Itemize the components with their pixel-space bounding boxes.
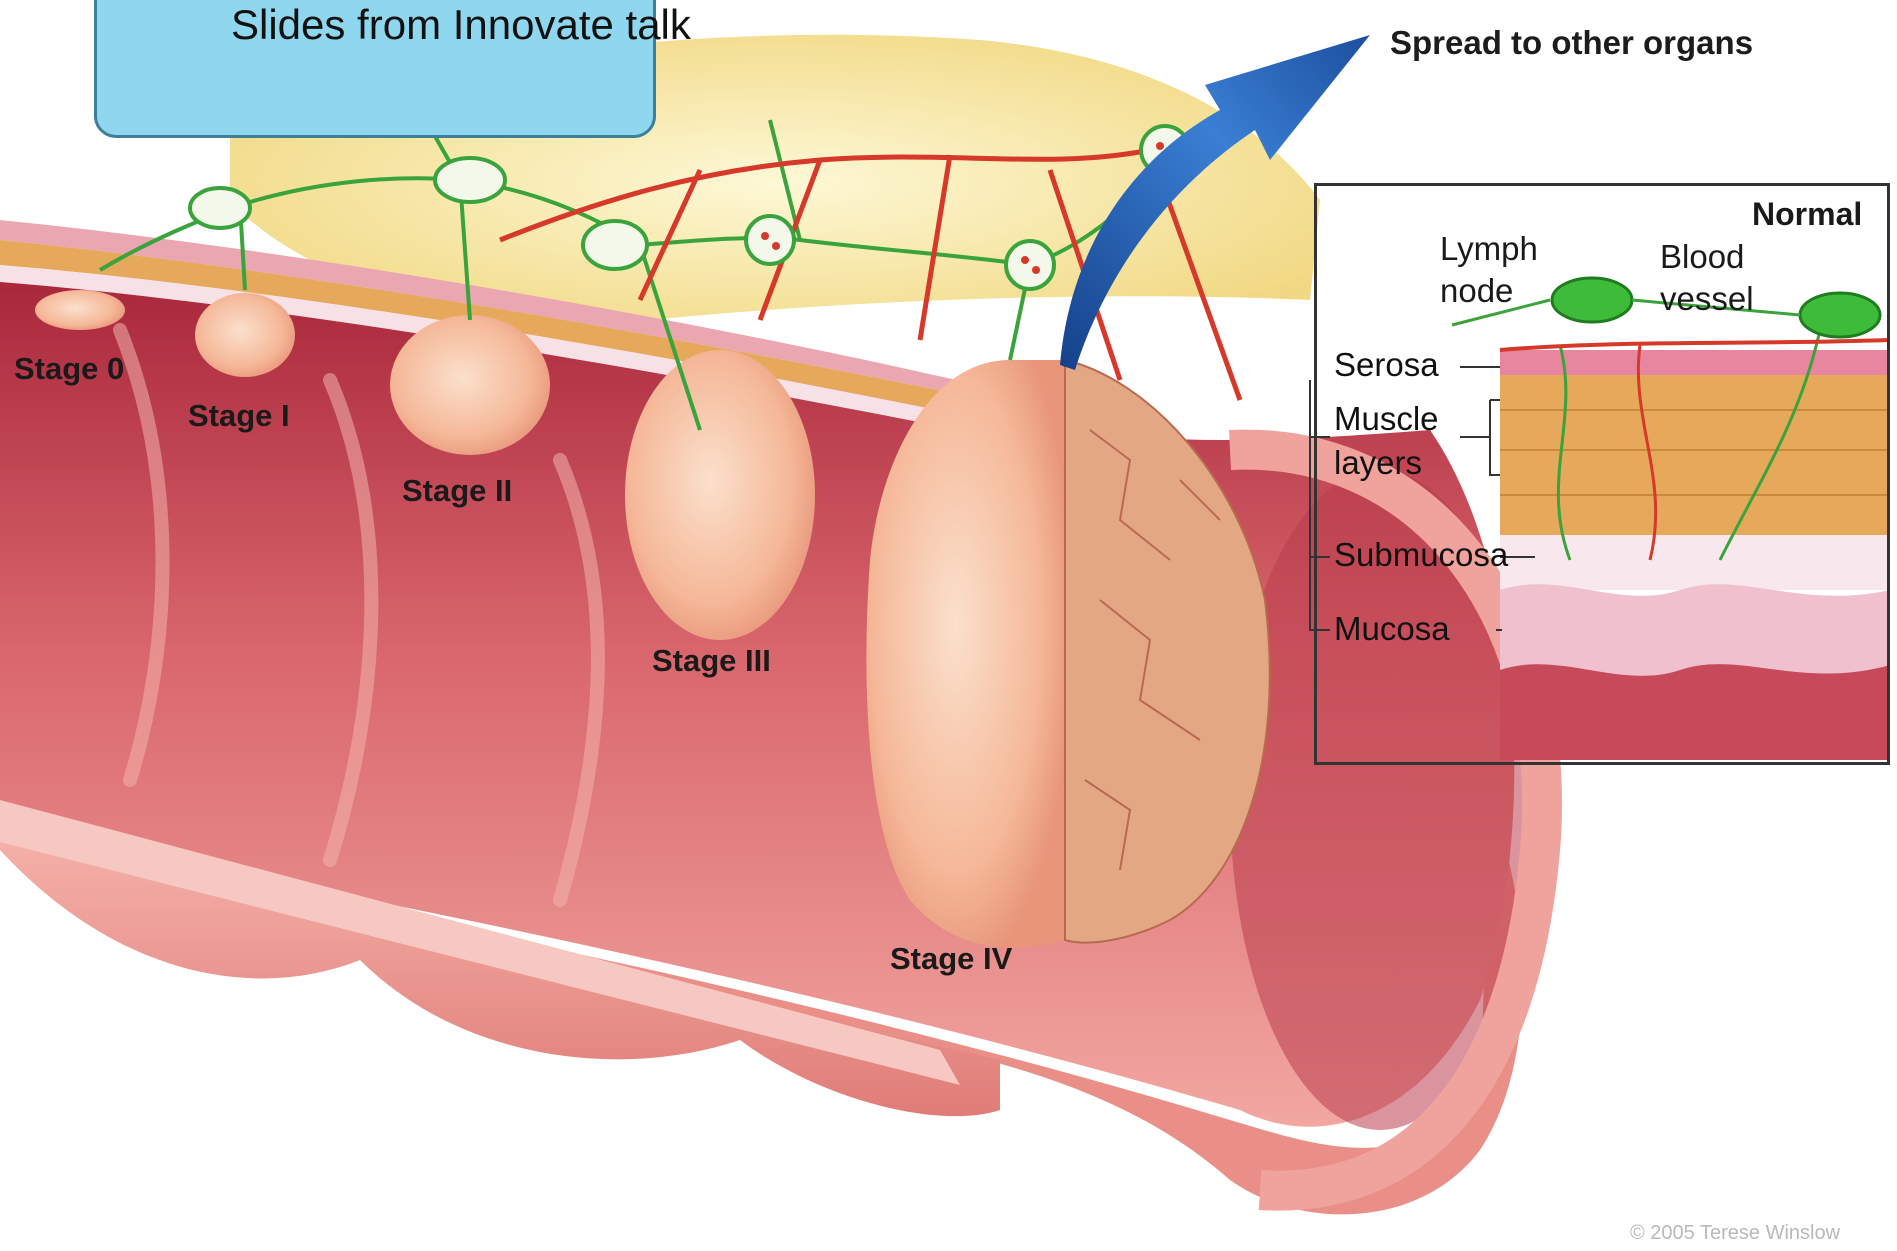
layer-label-muscle: layers <box>1334 442 1422 483</box>
lymph-node <box>190 188 250 228</box>
layer-label-mucosa: Mucosa <box>1334 608 1450 649</box>
layer-label-muscle: Muscle <box>1334 398 1439 439</box>
lymph-node-label: Lymph <box>1440 228 1538 269</box>
lymph-node <box>435 158 505 202</box>
lymph-node <box>583 221 647 269</box>
lymph-node-affected <box>746 216 794 264</box>
spread-label: Spread to other organs <box>1390 22 1753 63</box>
stage-label: Stage 0 <box>14 350 124 389</box>
lymph-node-affected <box>1006 241 1054 289</box>
stage-label: Stage I <box>188 397 290 436</box>
stage-label: Stage II <box>402 472 512 511</box>
title-callout: Slides from Innovate talk <box>94 0 656 138</box>
blood-vessel-label: vessel <box>1660 278 1754 319</box>
blood-vessel-label: Blood <box>1660 236 1744 277</box>
inset-title: Normal <box>1752 194 1862 234</box>
layer-label-submucosa: Submucosa <box>1334 534 1508 575</box>
layer-label-serosa: Serosa <box>1334 344 1439 385</box>
callout-text: Slides from Innovate talk <box>231 1 691 49</box>
copyright-credit: © 2005 Terese Winslow <box>1630 1222 1840 1245</box>
tumor-stage-3 <box>625 350 815 640</box>
lymph-node-label: node <box>1440 270 1513 311</box>
stage-label: Stage IV <box>890 940 1012 979</box>
tumor-stage-0 <box>35 290 125 330</box>
stage-label: Stage III <box>652 642 771 681</box>
tumor-stage-2 <box>390 315 550 455</box>
tumor-stage-1 <box>195 293 295 377</box>
